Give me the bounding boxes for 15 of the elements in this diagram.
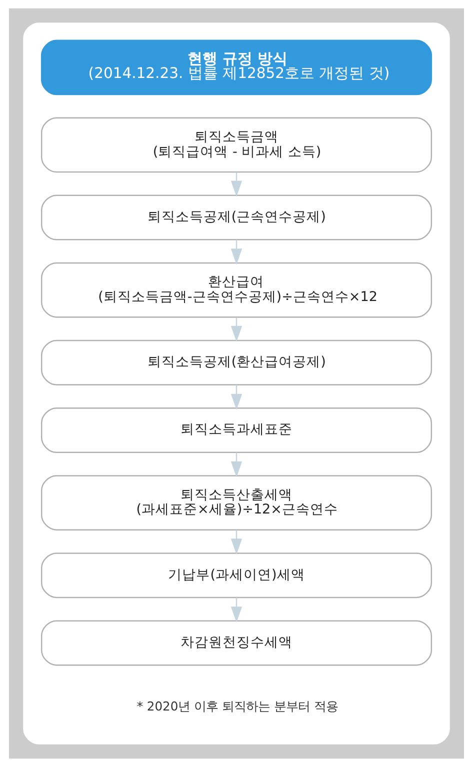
node-box: 기납부(과세이연)세액 <box>40 552 432 598</box>
node-box: 퇴직소득과세표준 <box>40 407 432 453</box>
arrow <box>230 598 242 623</box>
arrow <box>230 240 242 265</box>
arrow <box>230 384 242 410</box>
node-box: 퇴직소득공제(환산급여공제) <box>40 340 432 386</box>
cluster <box>23 22 450 744</box>
node-box: 환산급여 (퇴직소득금액-근속연수공제)÷근속연수×12 <box>40 262 432 318</box>
node-box: 퇴직소득금액 (퇴직급여액 - 비과세 소득) <box>40 117 432 173</box>
arrow <box>230 452 242 478</box>
node-box: 퇴직소득산출세액 (과세표준×세율)÷12×근속연수 <box>40 475 432 530</box>
node-box: 현행 규정 방식 (2014.12.23. 법률 제12852호로 개정된 것) <box>40 40 432 96</box>
label: * 2020년 이후 퇴직하는 분부터 적용 <box>136 700 338 714</box>
node-box: 차감원천징수세액 <box>40 620 432 666</box>
node-box: 퇴직소득공제(근속연수공제) <box>40 194 432 240</box>
